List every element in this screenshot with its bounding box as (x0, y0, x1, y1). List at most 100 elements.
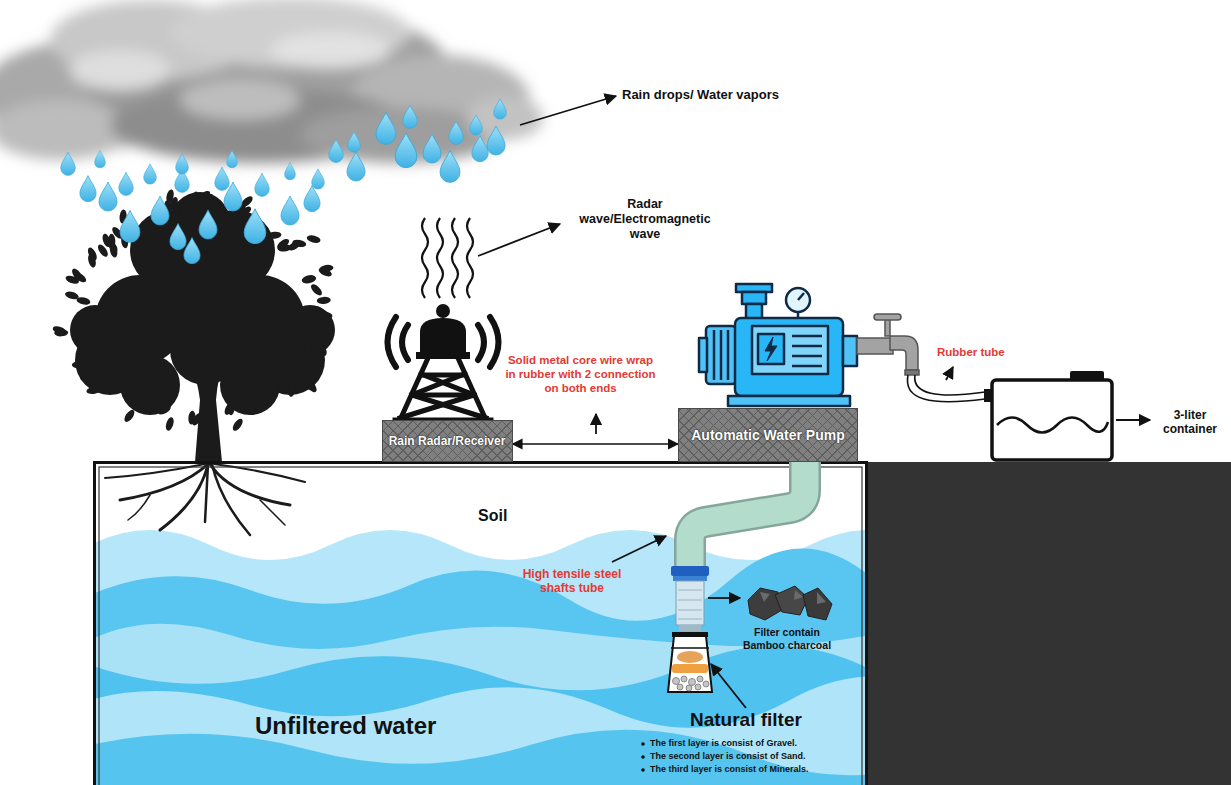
tree-roots (160, 464, 208, 530)
bamboo-charcoal (748, 586, 832, 620)
water-pump (758, 334, 784, 364)
leaf (287, 382, 296, 397)
wire-connector (513, 443, 679, 445)
raindrop (403, 105, 417, 128)
faucet (885, 319, 890, 336)
box-label: Rain Radar/Receiver (389, 434, 506, 448)
raindrops (61, 99, 507, 264)
water-pump (735, 318, 843, 396)
raindrop (244, 209, 266, 244)
leaf (64, 290, 79, 300)
leaf (302, 274, 317, 284)
leader-arrows (520, 96, 616, 125)
charcoal-filter (671, 566, 709, 631)
water-pump (765, 337, 777, 361)
leaf (227, 401, 235, 415)
wire-label: Solid metal core wire wrap in rubber wit… (503, 354, 658, 395)
steel-tube (690, 458, 805, 574)
groundwater-waves (96, 530, 865, 785)
bamboo-charcoal (803, 588, 832, 620)
leader-arrows (1116, 419, 1150, 421)
groundwater-waves (96, 676, 865, 785)
water-pump (720, 330, 723, 380)
rubber-tube (915, 375, 985, 395)
radar-tower (412, 375, 462, 395)
raindrop (199, 210, 217, 239)
charcoal-filter (673, 576, 707, 581)
leader-arrows (595, 414, 597, 434)
natural-filter-cone (703, 681, 709, 687)
leaf (305, 379, 319, 394)
raindrop (227, 150, 238, 167)
leader-arrows (946, 367, 953, 380)
raindrop (95, 150, 106, 167)
bamboo-charcoal (817, 592, 826, 604)
leaf (122, 408, 136, 423)
charcoal-filter (678, 590, 702, 619)
callout-label: Radar wave/Electromagnetic wave (570, 197, 720, 242)
tree-leaves (52, 189, 334, 433)
water-container (1070, 371, 1104, 381)
water-pump (728, 396, 850, 406)
faucet (857, 338, 893, 354)
tree-roots (105, 464, 205, 478)
natural-filter-cone (689, 679, 696, 686)
cloud (270, 32, 390, 68)
raindrop (304, 186, 320, 212)
tree-roots (260, 500, 285, 525)
radar-tower (436, 304, 450, 318)
leader-arrows (708, 597, 740, 599)
bamboo-charcoal (775, 586, 808, 615)
tube-label: High tensile steel shafts tube (507, 567, 637, 596)
water-pump (706, 326, 736, 384)
leaf (317, 296, 332, 304)
radar-waves (422, 218, 473, 298)
natural-filter-cone (668, 632, 712, 692)
leaf (277, 378, 289, 394)
leaf (200, 410, 213, 426)
raindrop (99, 182, 117, 211)
tree (170, 315, 247, 462)
leaf (98, 383, 112, 391)
leaf (143, 220, 155, 236)
raindrop (494, 99, 507, 119)
leaf (141, 393, 156, 402)
raindrop (376, 112, 396, 144)
list-bullets (641, 742, 645, 746)
raindrop (347, 152, 365, 181)
water-pump (699, 284, 857, 406)
raindrop (440, 150, 460, 182)
cloud (170, 0, 410, 67)
leaf (72, 271, 88, 285)
leader-arrows (478, 96, 1150, 708)
leaf (202, 192, 216, 207)
radar-tower (388, 304, 499, 420)
leaf (165, 189, 175, 204)
raindrop (255, 173, 269, 196)
raindrop (119, 172, 133, 195)
water-pump (752, 326, 828, 374)
leaf (306, 234, 321, 244)
leaf (267, 231, 282, 239)
leaf (164, 416, 175, 431)
tree (70, 305, 120, 355)
charcoal-filter (678, 590, 702, 591)
raindrop (281, 196, 299, 225)
water-pump (792, 365, 822, 368)
dark-ground (868, 462, 1231, 785)
cloud (0, 0, 543, 163)
leaf (208, 417, 216, 431)
raindrop (80, 176, 96, 202)
faucet (905, 370, 919, 375)
raindrop (312, 169, 325, 189)
raindrop (144, 164, 157, 184)
natural-filter-cone (673, 678, 680, 685)
list-bullets (641, 742, 645, 772)
raindrop (170, 224, 186, 250)
natural-filter-cone (695, 684, 701, 690)
raindrop (120, 210, 140, 242)
leaf (262, 384, 269, 398)
leaf (302, 359, 317, 374)
radar-waves (467, 218, 473, 298)
raindrop (184, 238, 200, 264)
